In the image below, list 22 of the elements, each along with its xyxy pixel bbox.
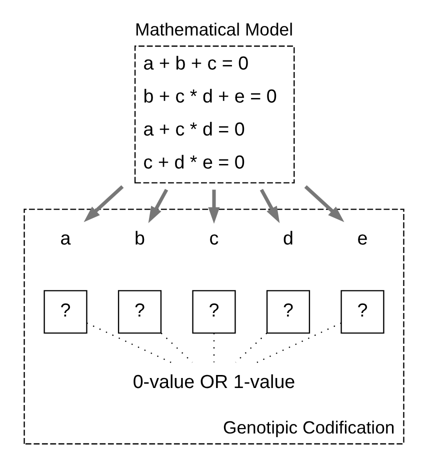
node-box: ? xyxy=(340,290,384,334)
arrow xyxy=(208,189,220,224)
node-box: ? xyxy=(266,290,310,334)
node-box: ? xyxy=(44,290,88,334)
node-text: 0-value OR 1-value xyxy=(132,370,296,392)
node-text: d xyxy=(283,226,294,248)
node-text: b xyxy=(134,226,145,248)
node-box: a + b + c = 0 b + c * d + e = 0 a + c * d = 0 c + d * e = 0 xyxy=(134,45,295,183)
connector xyxy=(160,332,193,362)
connector xyxy=(256,322,342,362)
node-text: c xyxy=(209,226,219,248)
connector xyxy=(86,322,172,362)
node-label: Mathematical Model xyxy=(135,19,294,40)
arrow xyxy=(84,184,124,222)
node-box: ? xyxy=(118,290,162,334)
arrow xyxy=(304,184,344,222)
node-text: a xyxy=(60,226,71,248)
arrow xyxy=(260,188,280,223)
node-box: ? xyxy=(192,290,236,334)
connector xyxy=(235,332,268,362)
node-text: e xyxy=(357,226,368,248)
arrow xyxy=(148,188,168,223)
